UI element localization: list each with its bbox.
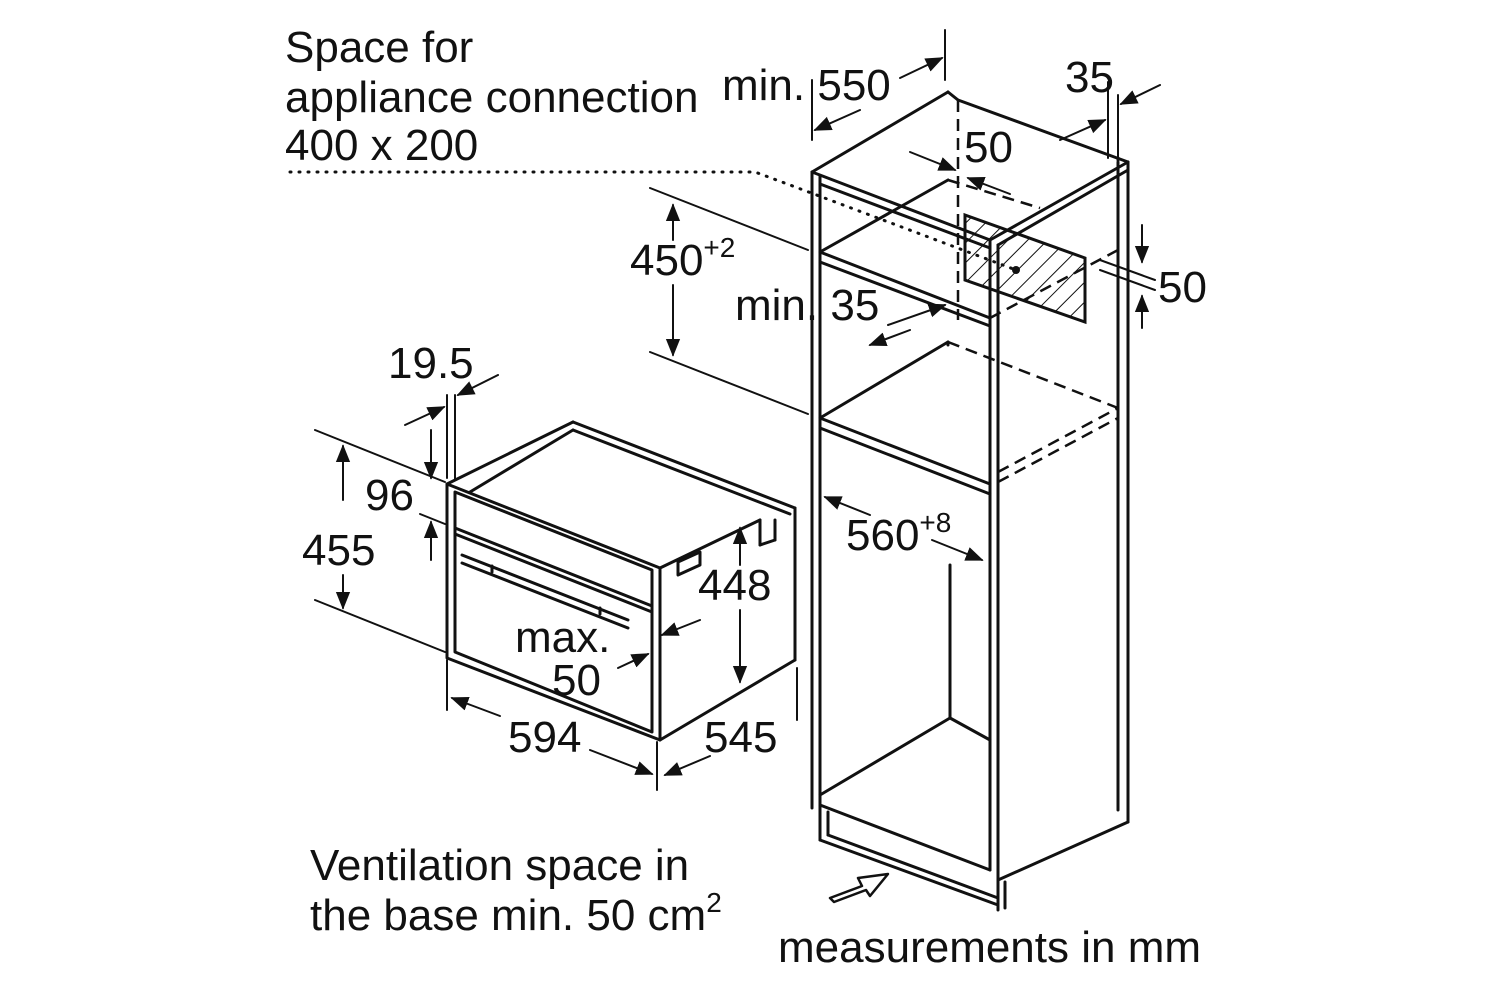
dim-50-right: 50: [1158, 263, 1207, 312]
tall-cabinet: [810, 90, 1130, 912]
dim-545: 545: [704, 713, 777, 762]
dim-448: 448: [698, 561, 771, 610]
ventilation-arrow: [828, 872, 890, 904]
dim-35-top: 35: [1065, 53, 1114, 102]
units-note: measurements in mm: [778, 923, 1201, 972]
dim-96: 96: [365, 471, 414, 520]
ventilation-sup: 2: [706, 887, 722, 918]
connection-space-label-line2: appliance connection: [285, 73, 698, 122]
dim-450: 450: [630, 236, 703, 285]
dim-min-550: min. 550: [722, 61, 891, 110]
ventilation-label-line2: the base min. 50 cm: [310, 891, 706, 940]
dim-560-tolerance: +8: [919, 507, 951, 538]
dim-50-top: 50: [964, 123, 1013, 172]
connection-box: [963, 212, 1087, 325]
dim-min-35: min. 35: [735, 281, 879, 330]
dim-450-tolerance: +2: [703, 232, 735, 263]
oven: [445, 420, 797, 742]
dimension-lines: [314, 29, 1161, 904]
connection-space-label-line3: 400 x 200: [285, 121, 478, 170]
connection-space-label-line1: Space for: [285, 23, 473, 72]
dim-455: 455: [302, 526, 375, 575]
dim-max-value: 50: [552, 656, 601, 705]
dim-594: 594: [508, 713, 581, 762]
ventilation-label-line1: Ventilation space in: [310, 841, 689, 890]
labels: Space for appliance connection 400 x 200…: [285, 23, 1207, 972]
dim-max-label: max.: [515, 613, 610, 662]
svg-text:560+8: 560+8: [846, 507, 951, 560]
dim-19-5: 19.5: [388, 339, 474, 388]
dim-560: 560: [846, 511, 919, 560]
svg-text:the base min. 50 cm2: the base min. 50 cm2: [310, 887, 722, 940]
svg-text:450+2: 450+2: [630, 232, 735, 285]
